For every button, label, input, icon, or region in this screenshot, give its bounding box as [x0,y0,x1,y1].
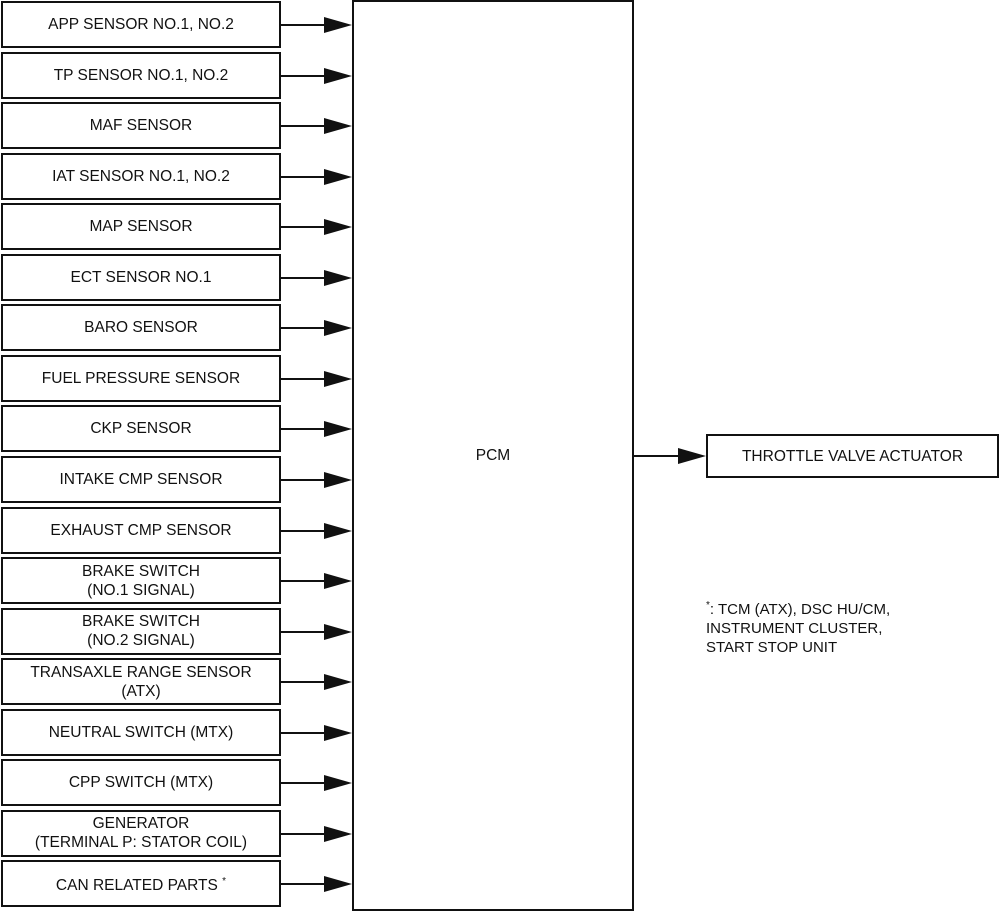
input-label: ECT SENSOR NO.1 [70,268,212,286]
input-arrowhead [324,825,352,842]
input-arrowhead [324,522,352,539]
input-block: BRAKE SWITCH(NO.1 SIGNAL) [1,557,281,605]
input-arrow-line [280,377,330,380]
input-arrowhead [324,370,352,387]
output-arrowhead [678,448,706,464]
input-block: CPP SWITCH (MTX) [1,759,281,807]
input-label-line2: (ATX) [121,682,161,700]
input-arrowhead [324,471,352,488]
input-label: CKP SENSOR [90,420,192,438]
input-arrowhead [324,623,352,640]
input-arrow-line [280,24,330,26]
footnote-line: : TCM (ATX), DSC HU/CM, [709,601,891,618]
input-arrow-line [280,782,330,785]
footnote-line: INSTRUMENT CLUSTER, [706,620,883,637]
input-block: FUEL PRESSURE SENSOR [1,354,281,402]
throttle-valve-actuator-block: THROTTLE VALVE ACTUATOR [706,434,999,478]
input-block: MAF SENSOR [1,102,281,150]
input-block: INTAKE CMP SENSOR [1,455,281,503]
input-arrowhead [324,168,352,185]
asterisk-mark: * [222,876,227,888]
input-arrowhead [324,219,352,236]
input-arrowhead [324,269,352,286]
input-label: GENERATOR [92,815,190,833]
output-label: THROTTLE VALVE ACTUATOR [741,447,964,465]
input-arrowhead [324,775,352,792]
input-label: FUEL PRESSURE SENSOR [41,369,241,387]
input-arrow-line [280,226,330,229]
input-arrow-line [280,125,330,128]
footnote-mark: * [706,600,710,611]
input-arrowhead [324,724,352,741]
input-arrowhead [324,320,352,337]
input-label-line2: (NO.2 SIGNAL) [87,632,195,650]
input-block: CKP SENSOR [1,405,281,453]
input-label: TP SENSOR NO.1, NO.2 [53,66,229,84]
input-arrow-line [280,478,330,481]
input-arrow-line [280,276,330,279]
input-arrow-line [280,327,330,330]
input-block: BRAKE SWITCH(NO.2 SIGNAL) [1,607,281,655]
input-arrowhead [324,421,352,438]
input-label: IAT SENSOR NO.1, NO.2 [52,167,230,185]
footnote-line: START STOP UNIT [706,639,838,656]
input-block: NEUTRAL SWITCH (MTX) [1,708,281,756]
input-arrow-line [280,681,330,684]
input-arrow-line [280,832,330,835]
input-block: MAP SENSOR [1,203,281,251]
input-label-line2: (TERMINAL P: STATOR COIL) [34,834,248,852]
input-arrowhead [324,118,352,135]
input-label: NEUTRAL SWITCH (MTX) [48,723,234,741]
input-block: GENERATOR(TERMINAL P: STATOR COIL) [1,809,281,857]
input-block: APP SENSOR NO.1, NO.2 [1,1,281,48]
input-arrow-line [280,175,330,178]
input-arrowhead [324,67,352,84]
input-arrow-line [280,883,330,886]
input-label: BRAKE SWITCH [82,613,200,631]
input-arrowhead [324,17,352,33]
input-arrowhead [324,876,352,893]
input-arrow-line [280,630,330,633]
pcm-label: PCM [475,447,511,464]
input-label: CPP SWITCH (MTX) [68,774,214,792]
input-block: BARO SENSOR [1,304,281,352]
input-label-line2: (NO.1 SIGNAL) [87,581,195,599]
input-block: EXHAUST CMP SENSOR [1,506,281,554]
input-block: CAN RELATED PARTS * [1,860,281,908]
input-label: INTAKE CMP SENSOR [59,470,223,488]
input-label: MAF SENSOR [89,117,193,135]
input-block: TP SENSOR NO.1, NO.2 [1,51,281,99]
input-label: APP SENSOR NO.1, NO.2 [48,16,234,33]
input-label: TRANSAXLE RANGE SENSOR [30,663,252,681]
input-block: TRANSAXLE RANGE SENSOR(ATX) [1,658,281,706]
input-arrowhead [324,573,352,590]
input-block: IAT SENSOR NO.1, NO.2 [1,152,281,200]
input-label: EXHAUST CMP SENSOR [50,521,232,539]
input-label: CAN RELATED PARTS [55,877,218,895]
input-label: MAP SENSOR [89,218,193,236]
input-arrow-line [280,428,330,431]
input-arrow-line [280,529,330,532]
input-label: BARO SENSOR [84,319,198,337]
input-block: ECT SENSOR NO.1 [1,253,281,301]
input-arrow-line [280,74,330,77]
input-label: BRAKE SWITCH [82,562,200,580]
pcm-block: PCM [352,0,634,911]
output-arrow-line [633,455,683,457]
footnote: *: TCM (ATX), DSC HU/CM, INSTRUMENT CLUS… [706,596,890,657]
input-arrow-line [280,731,330,734]
input-arrow-line [280,580,330,583]
input-arrowhead [324,674,352,691]
